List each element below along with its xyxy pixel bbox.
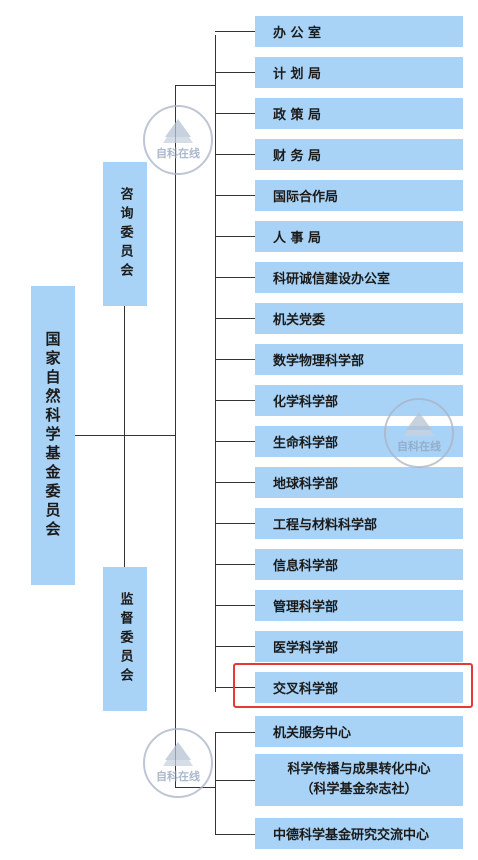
connector-tick: [215, 31, 255, 32]
department-node: 国际合作局: [255, 180, 463, 211]
department-label: 科研诚信建设办公室: [273, 272, 391, 287]
department-label: 政 策 局: [273, 108, 322, 123]
department-label: 管理科学部: [273, 600, 339, 615]
department-node: 人 事 局: [255, 221, 463, 252]
advisory-committee-label: 咨询委员会: [117, 186, 133, 282]
department-node: 科研诚信建设办公室: [255, 262, 463, 293]
connector-tick: [215, 780, 255, 781]
connector-tick: [215, 72, 255, 73]
connector-tick: [215, 732, 255, 733]
department-node: 财 务 局: [255, 139, 463, 170]
connector-tick: [215, 195, 255, 196]
department-label: 工程与材料科学部: [273, 518, 378, 533]
watermark-logo: 自科在线: [143, 105, 213, 175]
department-node: 信息科学部: [255, 549, 463, 580]
department-node: 地球科学部: [255, 467, 463, 498]
connector-committee-vertical: [124, 306, 125, 567]
department-label: 化学科学部: [273, 395, 339, 410]
unit-node: 机关服务中心: [255, 716, 463, 747]
connector-root-trunk: [75, 435, 176, 436]
unit-sublabel: （科学基金杂志社）: [300, 782, 418, 797]
supervisory-committee-node: 监督委员会: [103, 567, 147, 711]
department-node: 医学科学部: [255, 631, 463, 662]
department-label: 数学物理科学部: [273, 354, 365, 369]
connector-dept-vertical: [215, 35, 216, 692]
connector-main-vertical: [175, 85, 176, 787]
department-node: 工程与材料科学部: [255, 508, 463, 539]
connector-tick: [215, 834, 255, 835]
connector-tick: [215, 236, 255, 237]
department-node: 政 策 局: [255, 98, 463, 129]
department-label: 生命科学部: [273, 436, 339, 451]
connector-tick: [215, 359, 255, 360]
root-label: 国家自然科学基金委员会: [43, 331, 62, 540]
watermark-triangle-icon: [404, 412, 434, 436]
watermark-logo: 自科在线: [143, 728, 213, 798]
department-label: 国际合作局: [273, 190, 339, 205]
connector-tick: [215, 687, 255, 688]
connector-tick: [215, 113, 255, 114]
supervisory-committee-label: 监督委员会: [117, 591, 133, 687]
connector-tick: [215, 400, 255, 401]
department-node: 交叉科学部: [255, 672, 463, 703]
connector-tick: [215, 277, 255, 278]
connector-tick: [215, 564, 255, 565]
department-label: 信息科学部: [273, 559, 339, 574]
connector-tick: [215, 441, 255, 442]
department-node: 机关党委: [255, 303, 463, 334]
watermark-triangle-icon: [163, 119, 193, 143]
connector-tick: [215, 154, 255, 155]
connector-tick: [215, 646, 255, 647]
department-node: 数学物理科学部: [255, 344, 463, 375]
department-label: 医学科学部: [273, 641, 339, 656]
watermark-logo: 自科在线: [384, 398, 454, 468]
connector-tick: [215, 482, 255, 483]
connector-tick: [215, 605, 255, 606]
highlight-frame: [233, 663, 473, 708]
watermark-text: 自科在线: [397, 440, 441, 453]
department-label: 计 划 局: [273, 67, 322, 82]
unit-label: 中德科学基金研究交流中心: [273, 828, 430, 843]
unit-label: 机关服务中心: [273, 726, 352, 741]
connector-main-to-dept: [175, 85, 215, 86]
advisory-committee-node: 咨询委员会: [103, 162, 147, 306]
watermark-triangle-icon: [163, 742, 193, 766]
department-label: 办 公 室: [273, 26, 322, 41]
watermark-text: 自科在线: [156, 147, 200, 160]
department-node: 计 划 局: [255, 57, 463, 88]
department-node: 管理科学部: [255, 590, 463, 621]
department-label: 地球科学部: [273, 477, 339, 492]
unit-node: 中德科学基金研究交流中心: [255, 818, 463, 849]
department-label: 机关党委: [273, 313, 326, 328]
root-node: 国家自然科学基金委员会: [31, 286, 75, 585]
department-label: 财 务 局: [273, 149, 322, 164]
connector-units-vertical: [215, 732, 216, 834]
unit-node: 科学传播与成果转化中心 （科学基金杂志社）: [255, 754, 463, 806]
department-label: 人 事 局: [273, 231, 322, 246]
connector-tick: [215, 318, 255, 319]
department-label: 交叉科学部: [273, 682, 339, 697]
watermark-text: 自科在线: [156, 770, 200, 783]
connector-tick: [215, 523, 255, 524]
unit-label: 科学传播与成果转化中心: [287, 762, 431, 777]
department-node: 办 公 室: [255, 16, 463, 47]
